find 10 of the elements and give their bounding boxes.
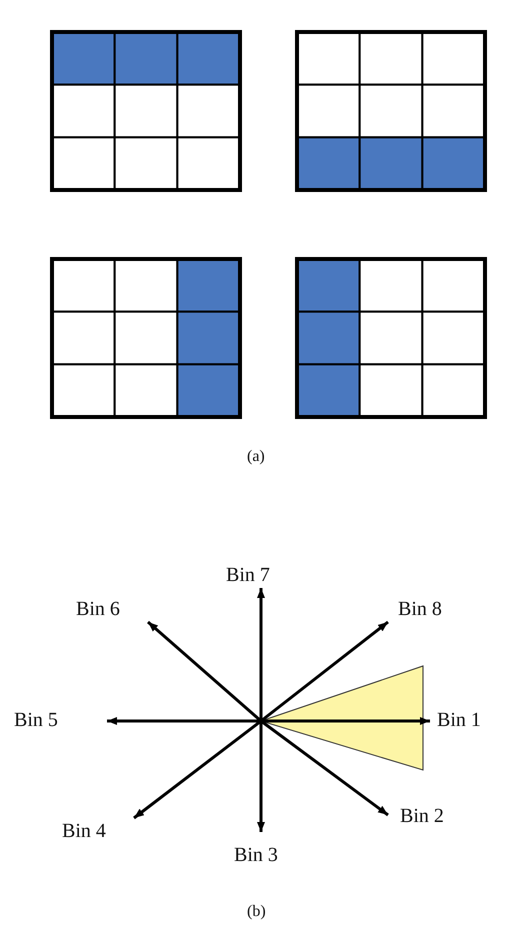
direction-label: Bin 2 <box>400 805 444 828</box>
panel-label: (a) <box>247 448 265 466</box>
panel-label: (b) <box>247 903 266 921</box>
direction-label: Bin 7 <box>226 564 270 587</box>
direction-label: Bin 8 <box>398 598 442 621</box>
direction-label: Bin 1 <box>437 709 481 732</box>
direction-label: Bin 4 <box>62 820 106 843</box>
direction-label: Bin 6 <box>76 598 120 621</box>
direction-label: Bin 5 <box>14 709 58 732</box>
direction-label: Bin 3 <box>234 844 278 867</box>
